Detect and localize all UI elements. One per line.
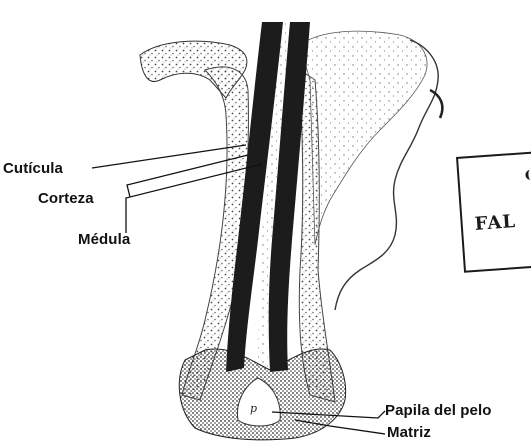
- papilla-letter: p: [250, 402, 257, 415]
- stamp-box: FAL: [456, 149, 531, 273]
- leader-cuticula: [92, 145, 246, 168]
- label-medula: Médula: [78, 231, 130, 248]
- stamp-mark: [525, 170, 531, 181]
- dermis-right: [300, 31, 427, 245]
- label-cuticula: Cutícula: [3, 160, 63, 177]
- connective-tissue-wisp: [430, 90, 442, 118]
- stamp-text: FAL: [474, 211, 517, 235]
- label-papila: Papila del pelo: [385, 402, 492, 419]
- label-matriz: Matriz: [387, 424, 431, 441]
- label-corteza: Corteza: [38, 190, 94, 207]
